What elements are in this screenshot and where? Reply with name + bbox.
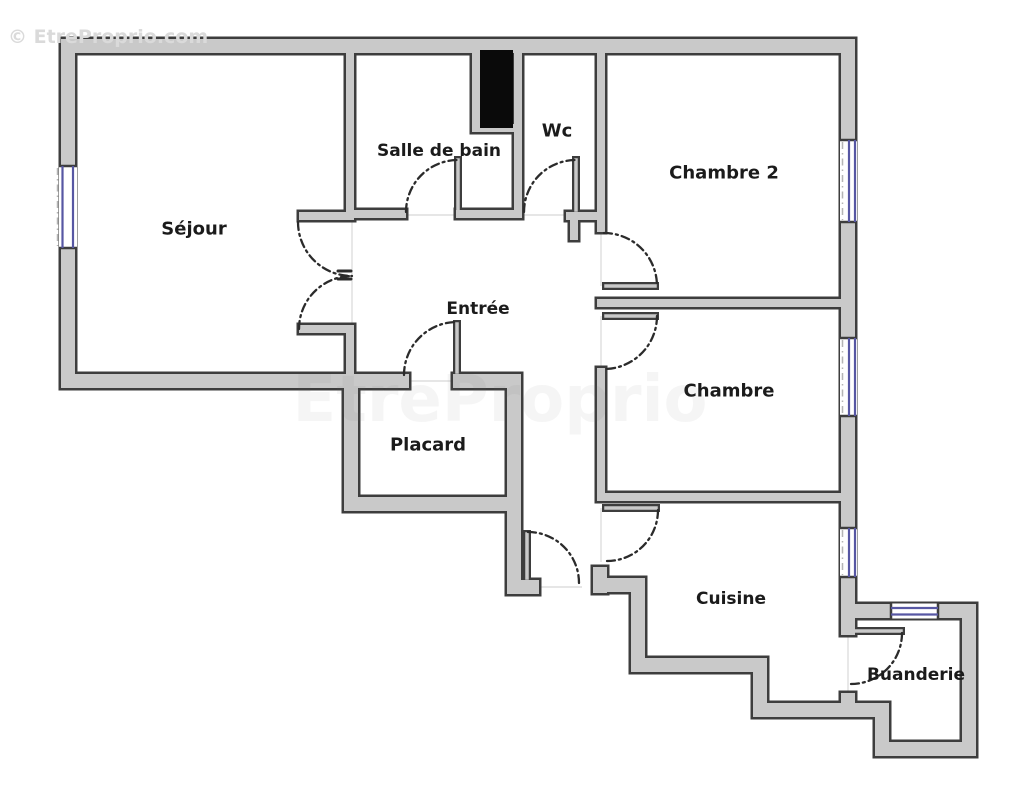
- room-label-chambre-2: Chambre 2: [669, 162, 779, 184]
- duct-shaft: [480, 50, 513, 128]
- room-label-placard: Placard: [389, 434, 467, 456]
- ghost-watermark: EtreProprio: [292, 363, 708, 437]
- room-label-chambre: Chambre: [683, 380, 775, 402]
- chambre-door-arc: [602, 314, 659, 371]
- entree-front-door-arc: [402, 320, 459, 377]
- buanderie-door-arc: [849, 631, 904, 686]
- sejour-double-door-arc-bottom: [297, 274, 354, 331]
- room-label-salle-de-bain: Salle de bain: [376, 141, 502, 161]
- salle-de-bain-door-arc: [404, 158, 460, 214]
- corridor-door-arc: [526, 530, 581, 585]
- wc-door-arc: [522, 158, 578, 214]
- sejour-double-door-leaves: [336, 269, 353, 281]
- room-label-buanderie: Buanderie: [866, 665, 966, 685]
- walls-fill-layer: [61, 39, 976, 756]
- windows-layer: [56, 138, 940, 619]
- chambre-2-door-arc: [602, 231, 659, 288]
- site-watermark: © EtreProprio.com: [8, 26, 209, 48]
- room-label-cuisine: Cuisine: [696, 589, 766, 609]
- cuisine-door-arc: [605, 508, 660, 563]
- sejour-double-door-arc-top: [296, 220, 354, 278]
- room-label-wc: Wc: [541, 120, 573, 142]
- room-label-entree: Entrée: [446, 299, 510, 319]
- door-arcs-layer: [296, 158, 904, 686]
- room-label-sejour: Séjour: [161, 218, 227, 240]
